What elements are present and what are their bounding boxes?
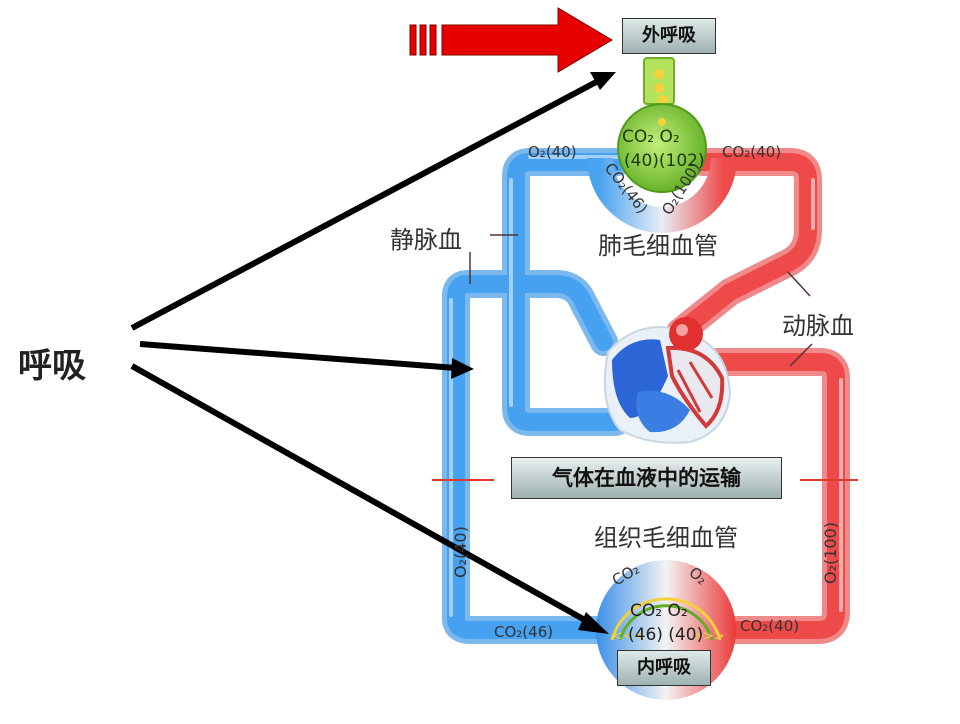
respiration-arrows	[130, 77, 602, 627]
alveolus	[617, 103, 707, 193]
red-arrow-icon	[409, 7, 613, 73]
leader-lines	[469, 234, 813, 367]
svg-text:<<<: <<<	[612, 629, 645, 644]
venous-o2-side: O₂(40)	[451, 526, 470, 578]
pulmonary-capillary	[587, 57, 737, 233]
tissue-gas-names: CO₂ O₂	[630, 601, 688, 621]
svg-text:>>>: >>>	[692, 629, 725, 644]
gas-transport-box: 气体在血液中的运输	[511, 457, 782, 499]
lung-venous-o2: O₂(40)	[528, 143, 577, 161]
arterial-vessels	[666, 148, 850, 644]
tissue-co2-left: CO₂(46)	[494, 623, 553, 641]
tissue-gas-values: (46) (40)	[628, 625, 703, 645]
arterial-o2-side: O₂(100)	[821, 522, 840, 584]
alveolus-gas-names: CO₂ O₂	[622, 127, 680, 147]
pulmonary-capillary-label: 肺毛细血管	[598, 232, 718, 260]
artery-label: 动脉血	[782, 312, 854, 340]
tissue-co2-right: CO₂(40)	[740, 617, 799, 635]
heart-icon	[603, 317, 732, 444]
respiration-title: 呼吸	[18, 346, 86, 386]
tissue-capillary-label: 组织毛细血管	[594, 524, 738, 552]
vein-label: 静脉血	[390, 226, 462, 254]
lung-arterial-co2: CO₂(40)	[722, 143, 781, 161]
venous-vessels	[442, 148, 632, 644]
external-respiration-box: 外呼吸	[622, 18, 716, 54]
arrowheads	[451, 72, 616, 634]
alveolus-gas-values: (40)(102)	[624, 151, 705, 171]
internal-respiration-box: 内呼吸	[617, 650, 711, 686]
